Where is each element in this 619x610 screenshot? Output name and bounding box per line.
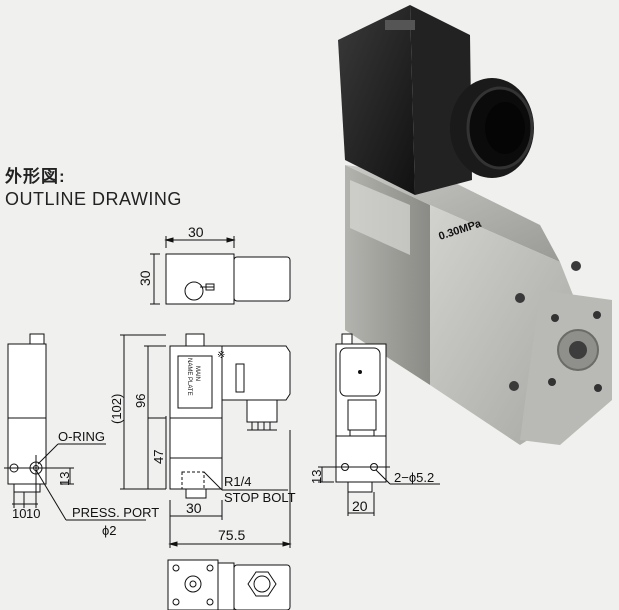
- top-height-dim: 30: [137, 270, 153, 286]
- title-japanese: 外形図:: [5, 167, 66, 186]
- front-height-outer: (102): [109, 394, 124, 424]
- press-port-diameter: ϕ2: [102, 523, 117, 538]
- front-height-lower: 47: [151, 450, 166, 464]
- left-view: [4, 333, 146, 521]
- press-port-label: PRESS. PORT: [72, 505, 159, 520]
- left-dim-b: 10: [26, 506, 40, 521]
- right-view: [318, 333, 440, 516]
- nameplate-line2: NAME PLATE: [186, 358, 192, 396]
- right-width-dim: 20: [352, 498, 368, 514]
- right-hole-label: 2−ϕ5.2: [394, 470, 434, 485]
- port-label-stop-bolt: STOP BOLT: [224, 490, 296, 505]
- right-height-dim: 13: [309, 470, 324, 484]
- front-width-port: 30: [186, 500, 202, 516]
- left-dim-a: 10: [12, 506, 26, 521]
- nameplate-line1: MAIN: [194, 366, 200, 381]
- front-height-main: 96: [133, 394, 148, 408]
- left-port-height: 13: [57, 472, 72, 486]
- bottom-view: [167, 559, 291, 610]
- top-view: [150, 236, 291, 305]
- note-mark: ※: [217, 350, 225, 361]
- photo-connector-plug: [338, 5, 415, 195]
- title-english: OUTLINE DRAWING: [5, 189, 182, 209]
- product-photo: 0.30MPa: [338, 5, 612, 445]
- front-view: [120, 333, 292, 548]
- port-label-r14: R1/4: [224, 474, 251, 489]
- drawing-title: 外形図: OUTLINE DRAWING: [5, 166, 182, 210]
- front-width-total: 75.5: [218, 527, 245, 543]
- oring-label: O-RING: [58, 429, 105, 444]
- top-width-dim: 30: [188, 224, 204, 240]
